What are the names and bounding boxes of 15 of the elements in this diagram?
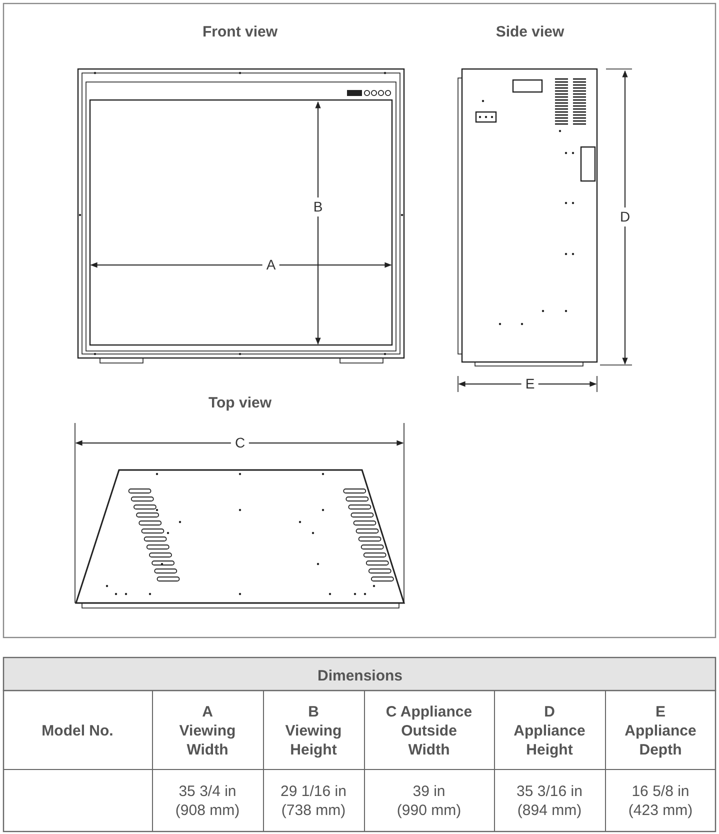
table-value: 35 3/4 in (908 mm) (174, 782, 240, 820)
column-header: C Appliance Outside Width (385, 702, 473, 760)
column-header: A Viewing Width (179, 702, 236, 760)
table-value: 16 5/8 in (423 mm) (628, 782, 694, 820)
column-header: Model No. (41, 722, 114, 740)
table-value: 35 3/16 in (894 mm) (516, 782, 583, 820)
table-title: Dimensions (317, 666, 403, 686)
table-value: 39 in (990 mm) (396, 782, 462, 820)
view-title: Top view (208, 394, 272, 412)
view-title: Side view (496, 22, 564, 42)
table-value: 29 1/16 in (738 mm) (280, 782, 347, 820)
view-title: Front view (202, 22, 278, 42)
column-header: B Viewing Height (285, 702, 342, 760)
column-header: E Appliance Depth (624, 702, 697, 760)
column-header: D Appliance Height (513, 702, 586, 760)
